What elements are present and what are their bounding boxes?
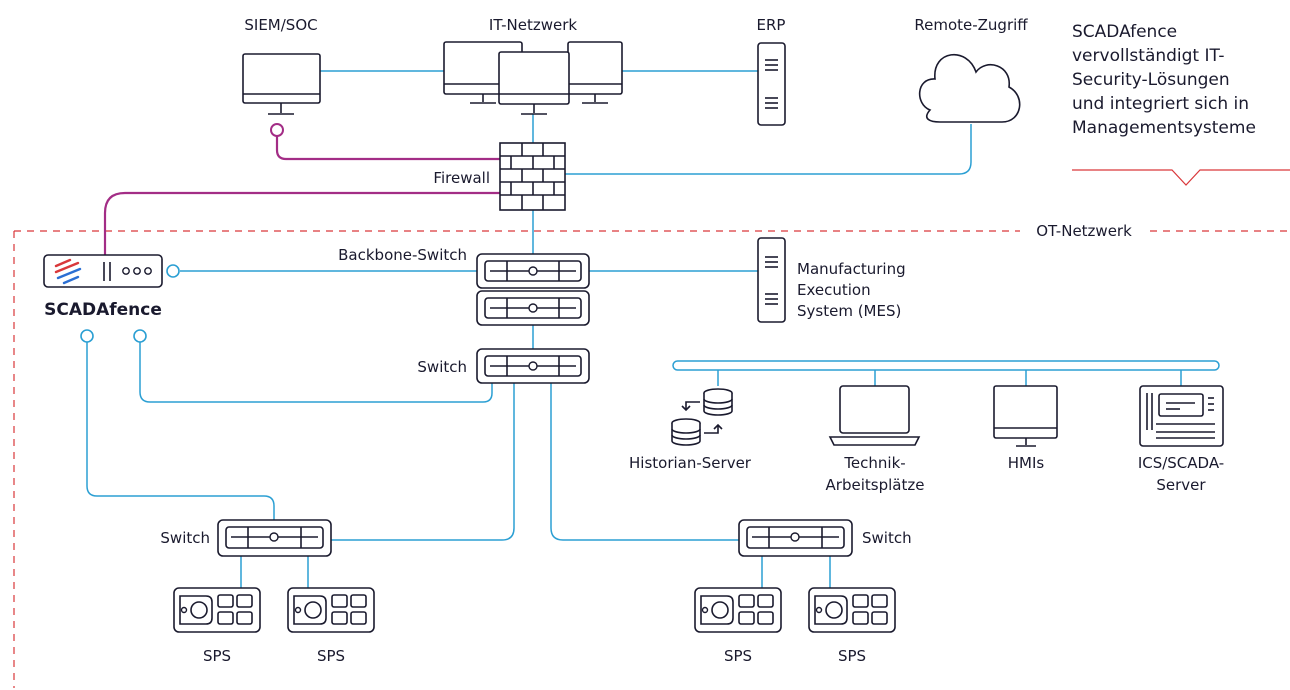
erp-label: ERP <box>757 16 786 34</box>
technik-label-line-1: Technik- <box>843 454 905 472</box>
database-icon <box>671 388 733 446</box>
ics-scada-label-line-1: ICS/SCADA- <box>1138 454 1224 472</box>
ot-network-label: OT-Netzwerk <box>1036 222 1132 240</box>
hmis-label: HMIs <box>1008 454 1045 472</box>
switch-right-label: Switch <box>862 529 912 547</box>
cloud-icon <box>918 54 1021 123</box>
mes-label-line-3: System (MES) <box>797 302 901 320</box>
firewall-label: Firewall <box>433 169 490 187</box>
callout-line-1: SCADAfence <box>1072 22 1177 42</box>
network-connections <box>86 70 1220 588</box>
sps-label-2: SPS <box>317 647 345 665</box>
right-switch-icon <box>738 519 853 557</box>
callout: SCADAfence vervollständigt IT- Security-… <box>1072 22 1290 186</box>
callout-pointer <box>1072 169 1290 186</box>
siem-label: SIEM/SOC <box>244 16 317 34</box>
remote-access-label: Remote-Zugriff <box>914 16 1028 34</box>
mes-server-icon <box>757 237 786 323</box>
mes-label-line-2: Execution <box>797 281 871 299</box>
sps-label-4: SPS <box>838 647 866 665</box>
plc-icon <box>694 587 782 633</box>
mes-label-line-1: Manufacturing <box>797 260 906 278</box>
backbone-switch-label: Backbone-Switch <box>338 246 467 264</box>
scadafence-label: SCADAfence <box>44 300 162 320</box>
ot-network-boundary <box>13 230 1288 688</box>
plc-icon <box>287 587 375 633</box>
historian-label: Historian-Server <box>629 454 752 472</box>
callout-line-2: vervollständigt IT- <box>1072 46 1224 66</box>
plc-icon <box>173 587 261 633</box>
ics-scada-server-icon <box>1139 385 1224 447</box>
erp-server-icon <box>757 42 786 126</box>
scadafence-appliance-icon <box>43 254 180 343</box>
sps-label-3: SPS <box>724 647 752 665</box>
switch-left-label: Switch <box>160 529 210 547</box>
laptop-icon <box>828 385 921 446</box>
ics-scada-label-line-2: Server <box>1156 476 1206 494</box>
backbone-switch-icon <box>476 253 590 326</box>
callout-line-3: Security-Lösungen <box>1072 70 1230 90</box>
firewall-icon <box>499 142 566 211</box>
technik-label-line-2: Arbeitsplätze <box>826 476 925 494</box>
scadafence-integration-links <box>103 123 500 255</box>
it-network-monitors-icon <box>443 41 623 115</box>
plc-icon <box>808 587 896 633</box>
callout-line-5: Managementsysteme <box>1072 118 1256 138</box>
callout-line-4: und integriert sich in <box>1072 94 1249 114</box>
switch-middle-label: Switch <box>417 358 467 376</box>
hmi-monitor-icon <box>993 385 1058 447</box>
middle-switch-icon <box>476 348 590 384</box>
it-network-label: IT-Netzwerk <box>489 16 577 34</box>
left-switch-icon <box>217 519 332 557</box>
siem-monitor-icon <box>242 53 321 115</box>
sps-label-1: SPS <box>203 647 231 665</box>
